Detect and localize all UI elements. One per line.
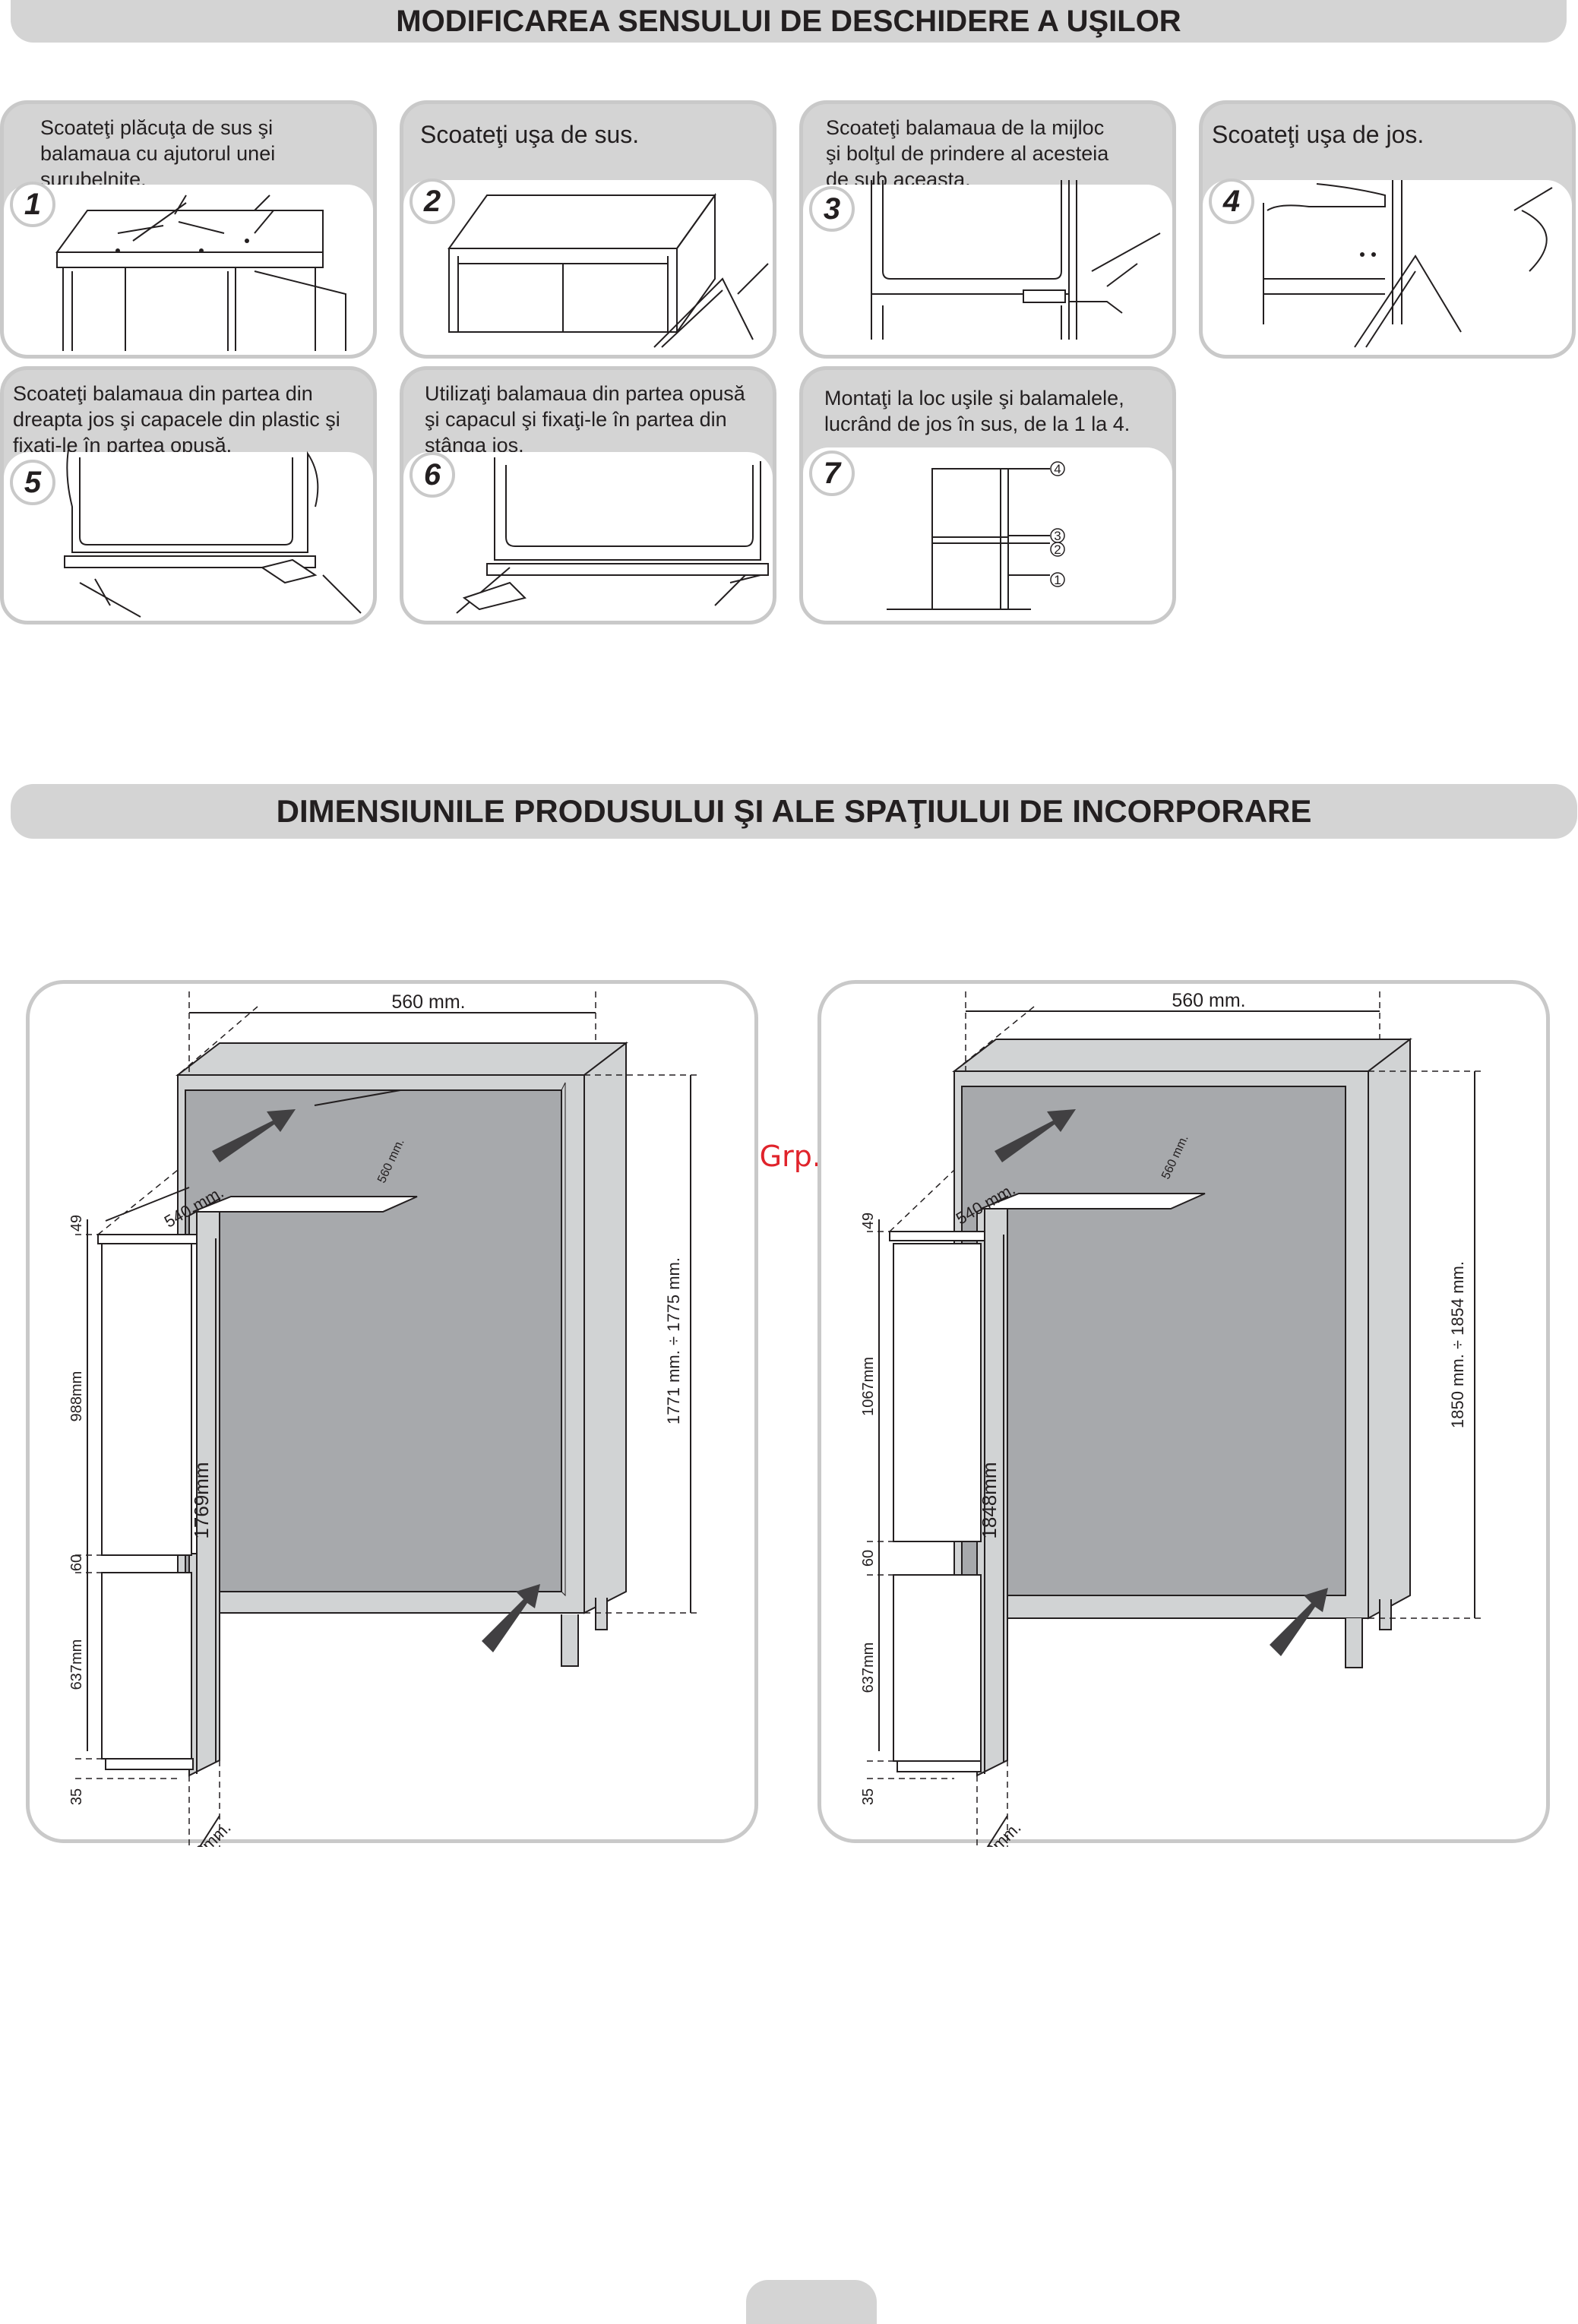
hinge-marker-4: 4 (1054, 462, 1061, 476)
door-gap-label: 60 (68, 1554, 85, 1571)
step-4-caption: Scoateţi uşa de jos. (1212, 121, 1425, 148)
step-5-number: 5 (10, 460, 55, 505)
product-depth-label: 540mm. (179, 1818, 235, 1847)
door-gap-label: 60 (860, 1550, 877, 1567)
niche-height-label: 1850 mm. ÷ 1854 mm. (1448, 1261, 1467, 1428)
step-1-panel: Scoateţi plăcuţa de sus şi balamaua cu a… (0, 100, 377, 359)
step-2-illustration (447, 192, 769, 348)
step-5-panel: Scoateţi balamaua din partea din dreapta… (0, 366, 377, 624)
step-3-number: 3 (809, 186, 855, 232)
step-4-number: 4 (1209, 179, 1254, 224)
upper-door-label: 988mm (68, 1371, 85, 1422)
hinge-marker-1: 1 (1054, 573, 1061, 587)
niche-height-label: 1771 mm. ÷ 1775 mm. (664, 1257, 683, 1424)
step-7-illustration: 4 3 2 1 (887, 461, 1065, 610)
step-2-panel: Scoateţi uşa de sus. 2 (400, 100, 776, 359)
niche-width-label: 560 mm. (391, 991, 465, 1013)
step-5-illustration (64, 449, 362, 618)
dimension-panel-2: 560 mm. 540 mm. 540mm. 560 mm. 1850 mm. … (817, 980, 1550, 1847)
step-3-caption: Scoateţi balamaua de la mijloc şi bolţul… (826, 116, 1109, 191)
step-3-illustration (871, 180, 1161, 340)
step-5-caption: Scoateţi balamaua din partea din dreapta… (13, 382, 340, 457)
top-gap-label: 49 (860, 1213, 877, 1229)
step-3-panel: Scoateţi balamaua de la mijloc şi bolţul… (799, 100, 1176, 359)
page-number-tab (746, 2280, 877, 2324)
dimension-panel-1: 560 mm. 540 mm. 540mm. 560 mm. 1771 mm. … (26, 980, 758, 1847)
step-4-illustration (1263, 180, 1553, 348)
step-6-panel: Utilizaţi balamaua din partea opusă şi c… (400, 366, 776, 624)
section-title-door-reversal: MODIFICAREA SENSULUI DE DESCHIDERE A UŞI… (11, 0, 1567, 43)
step-2-caption: Scoateţi uşa de sus. (420, 121, 640, 148)
hinge-marker-3: 3 (1054, 529, 1061, 543)
product-height-label: 1769mm (190, 1462, 213, 1538)
step-6-illustration (456, 457, 769, 614)
base-label: 35 (860, 1788, 877, 1805)
section-title-dimensions: DIMENSIUNILE PRODUSULUI ŞI ALE SPAŢIULUI… (11, 784, 1577, 839)
step-1-number: 1 (10, 182, 55, 227)
step-7-number: 7 (809, 451, 855, 496)
step-7-panel: Montaţi la loc uşile şi balamalele, lucr… (799, 366, 1176, 624)
lower-door-label: 637mm (68, 1639, 85, 1690)
step-6-caption: Utilizaţi balamaua din partea opusă şi c… (425, 382, 745, 457)
product-height-label: 1848mm (978, 1462, 1001, 1538)
hinge-marker-2: 2 (1054, 542, 1061, 557)
lower-door-label: 637mm (860, 1643, 877, 1693)
step-4-panel: Scoateţi uşa de jos. 4 (1199, 100, 1576, 359)
top-gap-label: 49 (68, 1215, 85, 1232)
niche-width-label: 560 mm. (1172, 990, 1245, 1011)
step-2-number: 2 (410, 179, 455, 224)
base-label: 35 (68, 1788, 85, 1805)
upper-door-label: 1067mm (860, 1357, 877, 1416)
step-1-illustration (55, 194, 346, 351)
step-7-caption: Montaţi la loc uşile şi balamalele, lucr… (824, 387, 1131, 435)
step-1-caption: Scoateţi plăcuţa de sus şi balamaua cu a… (40, 116, 276, 191)
step-6-number: 6 (410, 452, 455, 498)
